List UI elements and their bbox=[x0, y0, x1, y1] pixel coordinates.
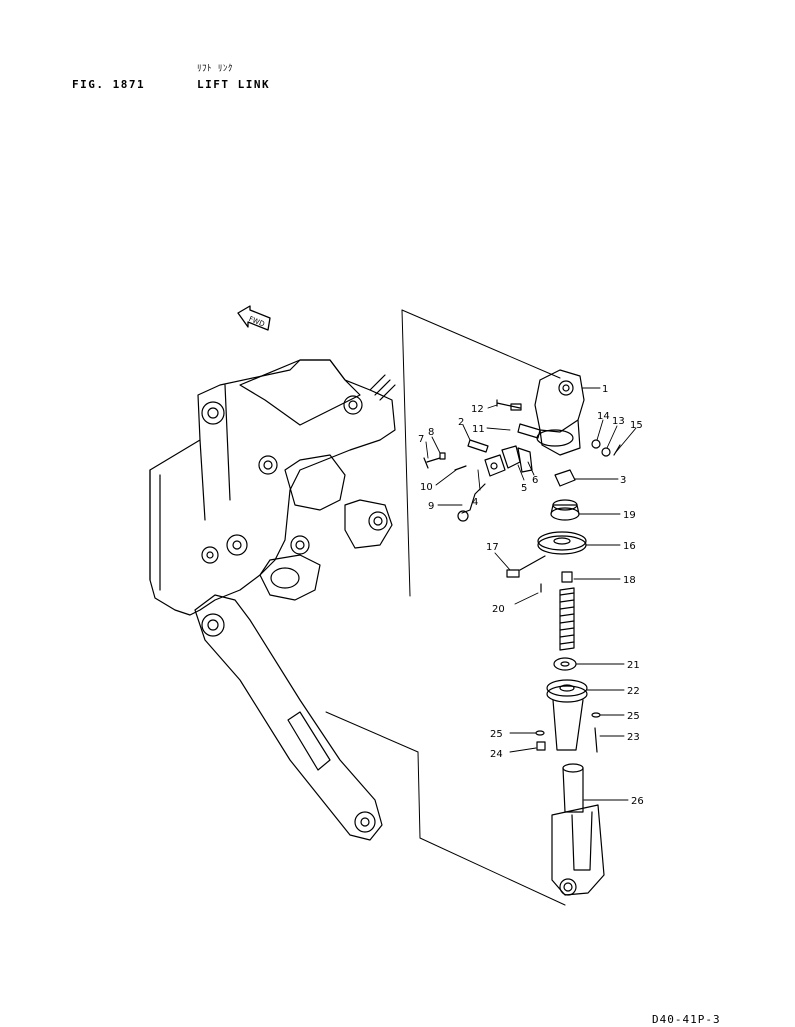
callout-18: 18 bbox=[623, 575, 636, 586]
callout-9: 9 bbox=[428, 501, 434, 512]
callout-25-left: 25 bbox=[490, 729, 503, 740]
callout-24: 24 bbox=[490, 749, 503, 760]
callout-26: 26 bbox=[631, 796, 644, 807]
figure-title: LIFT LINK bbox=[197, 78, 271, 91]
part-19-gear bbox=[550, 499, 580, 521]
part-1-bracket bbox=[534, 369, 585, 456]
callout-labels: 1 2 3 4 5 6 7 8 9 10 11 12 13 14 15 16 1… bbox=[418, 384, 644, 807]
fwd-arrow-icon: FWD bbox=[237, 305, 271, 331]
lift-arm bbox=[194, 594, 383, 841]
callout-15: 15 bbox=[630, 420, 643, 431]
callout-14: 14 bbox=[597, 411, 610, 422]
fwd-label: FWD bbox=[248, 315, 266, 329]
callout-25-right: 25 bbox=[627, 711, 640, 722]
callout-8: 8 bbox=[428, 427, 434, 438]
leader-lines bbox=[425, 387, 637, 801]
callout-10: 10 bbox=[420, 482, 433, 493]
callout-22: 22 bbox=[627, 686, 640, 697]
lift-frame-assembly bbox=[149, 359, 396, 616]
part-22-housing bbox=[535, 679, 601, 753]
reference-frame bbox=[325, 309, 566, 906]
callout-1: 1 bbox=[602, 384, 608, 395]
callout-13: 13 bbox=[612, 416, 625, 427]
callout-4: 4 bbox=[472, 497, 478, 508]
callout-19: 19 bbox=[623, 510, 636, 521]
callout-23: 23 bbox=[627, 732, 640, 743]
callout-7: 7 bbox=[418, 434, 424, 445]
callout-3: 3 bbox=[620, 475, 626, 486]
callout-20: 20 bbox=[492, 604, 505, 615]
part-18-threaded-rod bbox=[540, 571, 575, 651]
part-16-flange bbox=[506, 531, 587, 578]
callout-17: 17 bbox=[486, 542, 499, 553]
page-code: D40-41P-3 bbox=[652, 1013, 721, 1026]
callout-5: 5 bbox=[521, 483, 527, 494]
figure-number: FIG. 1871 bbox=[72, 78, 146, 91]
callout-12: 12 bbox=[471, 404, 484, 415]
callout-11: 11 bbox=[472, 424, 485, 435]
callout-16: 16 bbox=[623, 541, 636, 552]
callout-6: 6 bbox=[532, 475, 538, 486]
part-21-nut bbox=[553, 657, 577, 671]
part-26-rod-end bbox=[551, 763, 605, 896]
small-hardware bbox=[423, 399, 621, 522]
callout-21: 21 bbox=[627, 660, 640, 671]
title-katakana: ﾘﾌﾄ ﾘﾝｸ bbox=[197, 64, 233, 74]
callout-2: 2 bbox=[458, 417, 464, 428]
